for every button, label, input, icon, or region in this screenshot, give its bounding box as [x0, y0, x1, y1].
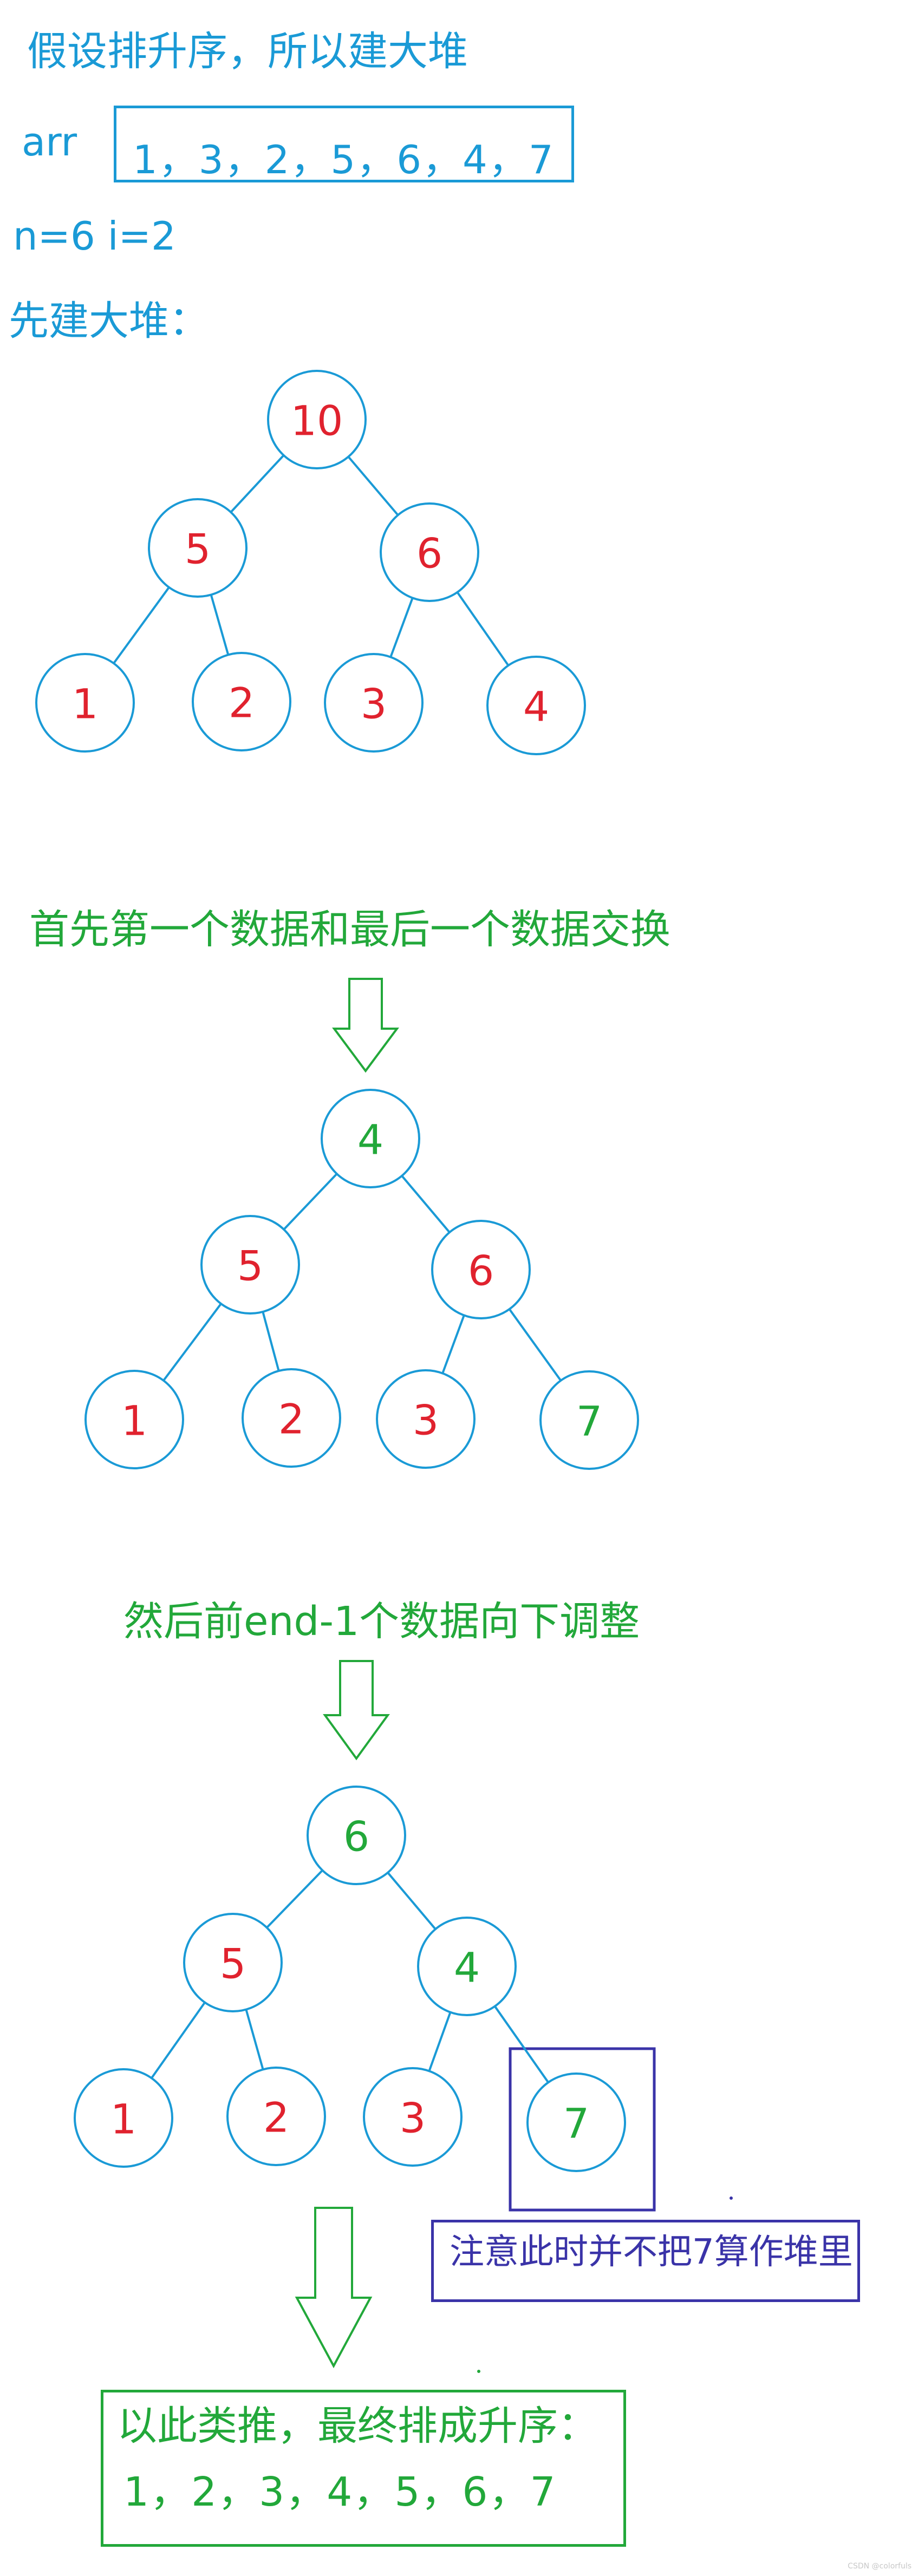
- tree-edge: [494, 2005, 549, 2083]
- note-box: [431, 2220, 860, 2302]
- highlight-box-seven: [509, 2047, 656, 2212]
- tree-node-circle: [526, 2072, 626, 2172]
- tree-node-value: 1: [72, 680, 98, 728]
- tree-edge: [162, 1303, 222, 1382]
- tree-node-value: 4: [454, 1944, 480, 1992]
- tree-edge: [401, 1175, 451, 1233]
- arr-box: 1，3，2，5，6，4，7: [114, 106, 574, 182]
- tree-node-value: 5: [185, 525, 211, 573]
- tree-node-circle: [417, 1917, 517, 2016]
- tree-node-value: 2: [278, 1395, 304, 1443]
- tree-after-swap: 4 5 6 1 2 3 7: [84, 1089, 639, 1470]
- tree-node-value: 2: [263, 2094, 289, 2142]
- tree-node-circle: [84, 1370, 184, 1469]
- summary-box: [101, 2390, 626, 2547]
- step2-label: 首先第一个数据和最后一个数据交换: [29, 906, 670, 953]
- n-i-text: n=6 i=2: [13, 213, 176, 259]
- tree-edge: [428, 2012, 452, 2071]
- tree-node-circle: [242, 1368, 341, 1468]
- tree-node-circle: [376, 1369, 476, 1469]
- tree-node-circle: [226, 2067, 326, 2166]
- tree-node-value: 5: [237, 1242, 263, 1290]
- title-text: 假设排升序，所以建大堆: [27, 28, 468, 75]
- tree-node-circle: [324, 653, 424, 753]
- tree-node-value: 4: [523, 683, 549, 731]
- arr-label: arr: [22, 119, 77, 165]
- down-arrow-3-icon: [295, 2207, 373, 2369]
- tree-node-circle: [539, 1370, 639, 1470]
- down-arrow-2-icon: [323, 1660, 390, 1761]
- summary-text: 以此类推，最终排成升序：: [117, 2403, 598, 2449]
- step3-label: 然后前end-1个数据向下调整: [123, 1598, 640, 1645]
- tree-node-value: 3: [413, 1396, 439, 1444]
- tree-max-heap: 10 5 6 1 2 3 4: [35, 370, 586, 755]
- tree-node-circle: [267, 370, 367, 469]
- arr-values: 1，3，2，5，6，4，7: [133, 137, 555, 182]
- tree-node-value: 5: [220, 1940, 246, 1988]
- tree-edge: [210, 594, 230, 655]
- tree-node-value: 2: [229, 679, 255, 727]
- note-text: 注意此时并不把7算作堆里: [450, 2232, 853, 2272]
- tree-after-adjust: 6 5 4 1 2 3 7: [74, 1786, 626, 2172]
- tree-edge: [151, 2002, 206, 2079]
- tree-node-value: 4: [357, 1116, 383, 1164]
- tree-edge: [245, 2009, 264, 2070]
- tree-node-circle: [431, 1220, 531, 1319]
- tree-edge: [389, 597, 414, 658]
- tree-node-circle: [321, 1089, 420, 1188]
- tree-edge: [508, 1308, 562, 1382]
- tree-edge: [113, 586, 170, 664]
- down-arrow-1-icon: [332, 978, 399, 1073]
- tree-node-circle: [486, 656, 586, 755]
- tree-node-circle: [74, 2068, 173, 2168]
- tree-node-value: 7: [576, 1397, 602, 1446]
- tree-node-circle: [148, 498, 248, 598]
- tree-node-value: 3: [361, 680, 387, 728]
- dot-mark-1: [730, 2196, 733, 2200]
- tree-node-circle: [380, 502, 479, 602]
- tree-node-value: 6: [416, 529, 442, 578]
- dot-mark-2: [477, 2370, 480, 2373]
- tree-edge: [262, 1311, 280, 1371]
- watermark: CSDN @colorfuls: [848, 2562, 912, 2571]
- tree-edge: [230, 454, 285, 513]
- tree-edge: [347, 456, 399, 516]
- tree-edge: [387, 1872, 437, 1930]
- tree-node-circle: [363, 2067, 463, 2167]
- tree-node-circle: [35, 653, 135, 753]
- tree-node-value: 1: [121, 1397, 147, 1445]
- tree-node-circle: [183, 1913, 283, 2012]
- tree-node-circle: [192, 652, 291, 751]
- tree-edge: [441, 1315, 465, 1374]
- tree-node-value: 7: [563, 2100, 589, 2148]
- final-values: 1，2，3，4，5，6，7: [123, 2469, 557, 2515]
- tree-node-value: 10: [291, 397, 343, 445]
- step1-label: 先建大堆：: [9, 298, 209, 344]
- tree-edge: [456, 591, 510, 666]
- tree-node-circle: [307, 1786, 406, 1885]
- tree-node-value: 1: [110, 2095, 136, 2143]
- tree-node-value: 6: [343, 1813, 369, 1861]
- tree-node-circle: [200, 1215, 300, 1315]
- tree-node-value: 6: [468, 1247, 494, 1295]
- tree-edge: [283, 1173, 338, 1231]
- tree-node-value: 3: [400, 2094, 426, 2142]
- tree-edge: [266, 1869, 323, 1928]
